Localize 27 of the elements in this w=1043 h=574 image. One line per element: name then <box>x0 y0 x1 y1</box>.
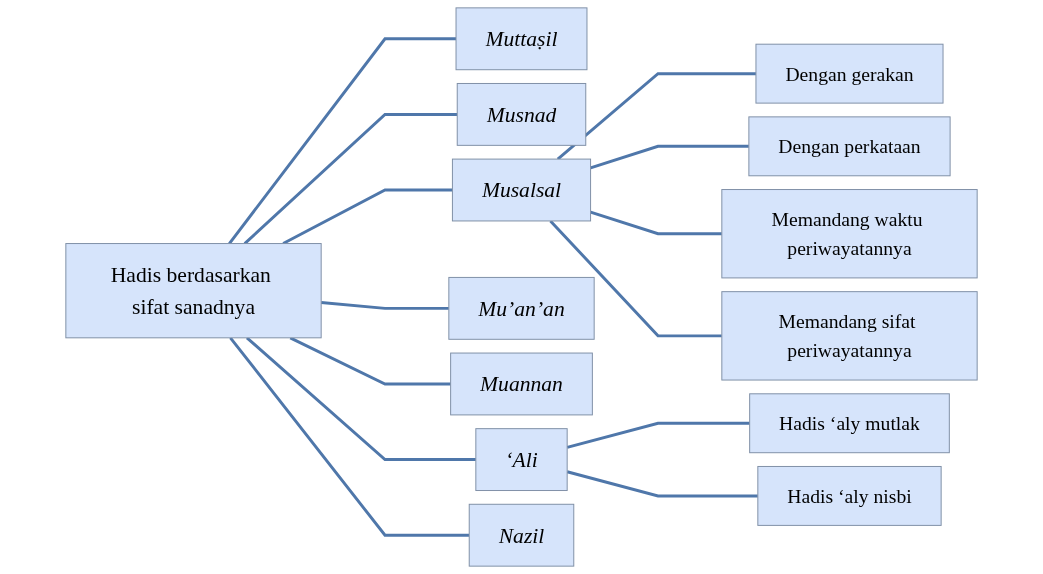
node-box: Memandang sifat periwayatannya <box>721 291 978 381</box>
connector <box>556 72 756 161</box>
node-box: Muannan <box>450 352 593 416</box>
node-box: Hadis ‘aly nisbi <box>757 466 942 526</box>
node-box: Mu’an’an <box>448 276 595 340</box>
connector <box>229 336 470 537</box>
connector <box>243 112 458 245</box>
connector <box>282 188 453 245</box>
node-box: Hadis ‘aly mutlak <box>749 393 950 454</box>
connector <box>590 210 722 236</box>
node-box: ‘Ali <box>475 428 568 491</box>
connector <box>289 336 451 386</box>
node-box: Dengan perkataan <box>748 116 951 177</box>
node-box: Muttaṣil <box>455 7 588 71</box>
node-box: Hadis berdasarkan sifat sanadnya <box>65 243 322 339</box>
connector <box>566 421 750 449</box>
node-box: Memandang waktu periwayatannya <box>721 189 978 279</box>
connector <box>549 219 722 338</box>
connector <box>590 144 749 170</box>
node-box: Musnad <box>456 83 587 146</box>
node-box: Dengan gerakan <box>755 43 944 104</box>
node-box: Nazil <box>468 503 575 567</box>
connector <box>228 37 457 245</box>
node-box: Musalsal <box>451 158 592 222</box>
connector <box>321 301 449 310</box>
connector <box>245 336 476 462</box>
connector <box>566 470 758 498</box>
